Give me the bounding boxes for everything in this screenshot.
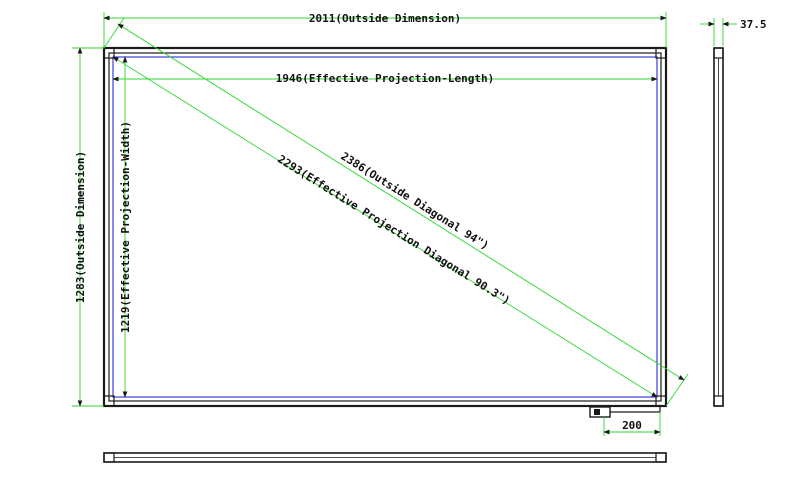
effective-length-label: 1946(Effective Projection-Length) (276, 72, 495, 85)
side-depth-label: 37.5 (740, 18, 767, 31)
outside-height-label: 1283(Outside Dimension) (74, 151, 87, 303)
outside-width-dimension: 2011(Outside Dimension) (103, 12, 667, 48)
effective-diagonal-label: 2293(Effective Projection Diagonal 90.3"… (275, 153, 512, 308)
effective-width-dimension: 1219(Effective Projection-Width) (119, 56, 132, 398)
side-depth-dimension: 37.5 (700, 18, 767, 46)
cable-length-label: 200 (622, 419, 642, 432)
effective-diagonal-dimension: 2293(Effective Projection Diagonal 90.3"… (112, 56, 658, 398)
side-view-frame (713, 47, 724, 407)
usb-cable (589, 406, 661, 418)
effective-length-dimension: 1946(Effective Projection-Length) (112, 72, 658, 85)
outside-height-dimension: 1283(Outside Dimension) (72, 47, 104, 407)
bottom-view-frame (103, 452, 667, 463)
cable-length-dimension: 200 (603, 412, 661, 436)
effective-width-label: 1219(Effective Projection-Width) (119, 121, 132, 333)
outside-width-label: 2011(Outside Dimension) (309, 12, 461, 25)
